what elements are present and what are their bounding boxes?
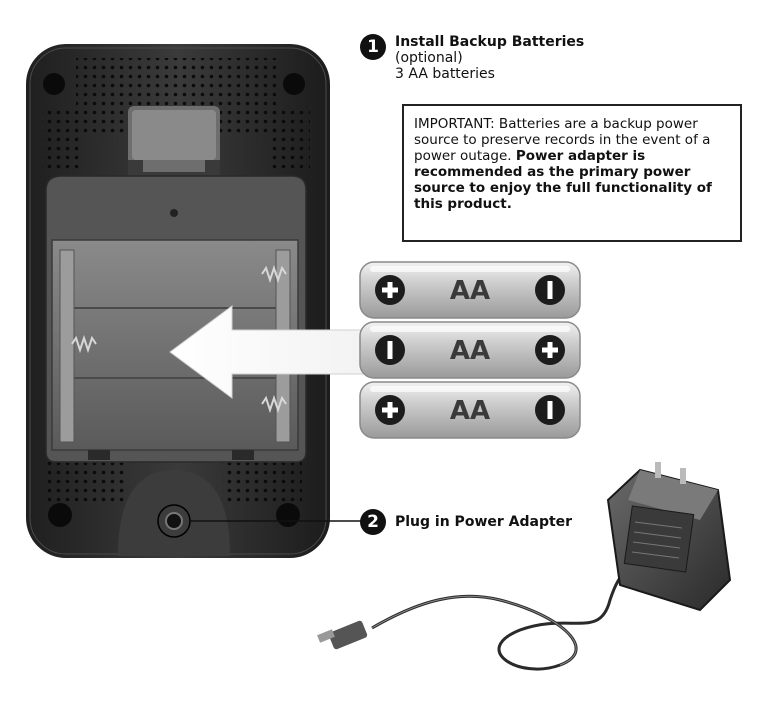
plus-terminal-icon [535,335,565,365]
speaker-grille [270,110,310,170]
battery-spring [261,394,287,414]
important-note-text: IMPORTANT: Batteries are a backup power … [414,116,711,164]
screw-hole [43,73,65,95]
screw-hole [283,73,305,95]
aa-battery-icon: AA [359,381,581,439]
adapter-label [623,505,695,573]
step-number-badge: 1 [360,34,386,60]
battery-label: AA [450,276,490,306]
speaker-grille [46,462,126,502]
minus-terminal-icon [535,275,565,305]
minus-terminal-icon [535,395,565,425]
step-1-title: Install Backup Batteries [395,34,585,50]
step-2-title: Plug in Power Adapter [395,514,573,530]
screw-hole [48,503,72,527]
speaker-grille [222,462,302,502]
device-back-illustration [26,44,330,558]
aa-battery-icon: AA [359,261,581,319]
adapter-cord [371,568,629,671]
aa-battery-icon: AA [359,321,581,379]
step-number-badge: 2 [360,509,386,535]
screw-hole [276,503,300,527]
dc-plug [328,620,368,650]
power-jack [165,512,183,530]
important-note-box: IMPORTANT: Batteries are a backup power … [402,104,742,242]
power-adapter-illustration [317,462,732,671]
step-1-callout: 1 Install Backup Batteries (optional) 3 … [360,34,584,82]
step-1-battery-type: 3 AA batteries [395,66,495,82]
speaker-grille [42,110,82,170]
battery-label: AA [450,396,490,426]
battery-spring [71,334,97,354]
battery-spring [261,264,287,284]
minus-terminal-icon [375,335,405,365]
step-2-callout: 2 Plug in Power Adapter [360,509,572,535]
important-note-bold-text: Power adapter is recommended as the prim… [414,148,712,212]
batteries: AA AA AA [359,261,581,439]
battery-label: AA [450,336,490,366]
step-1-optional: (optional) [395,50,463,66]
plus-terminal-icon [375,395,405,425]
plus-terminal-icon [375,275,405,305]
